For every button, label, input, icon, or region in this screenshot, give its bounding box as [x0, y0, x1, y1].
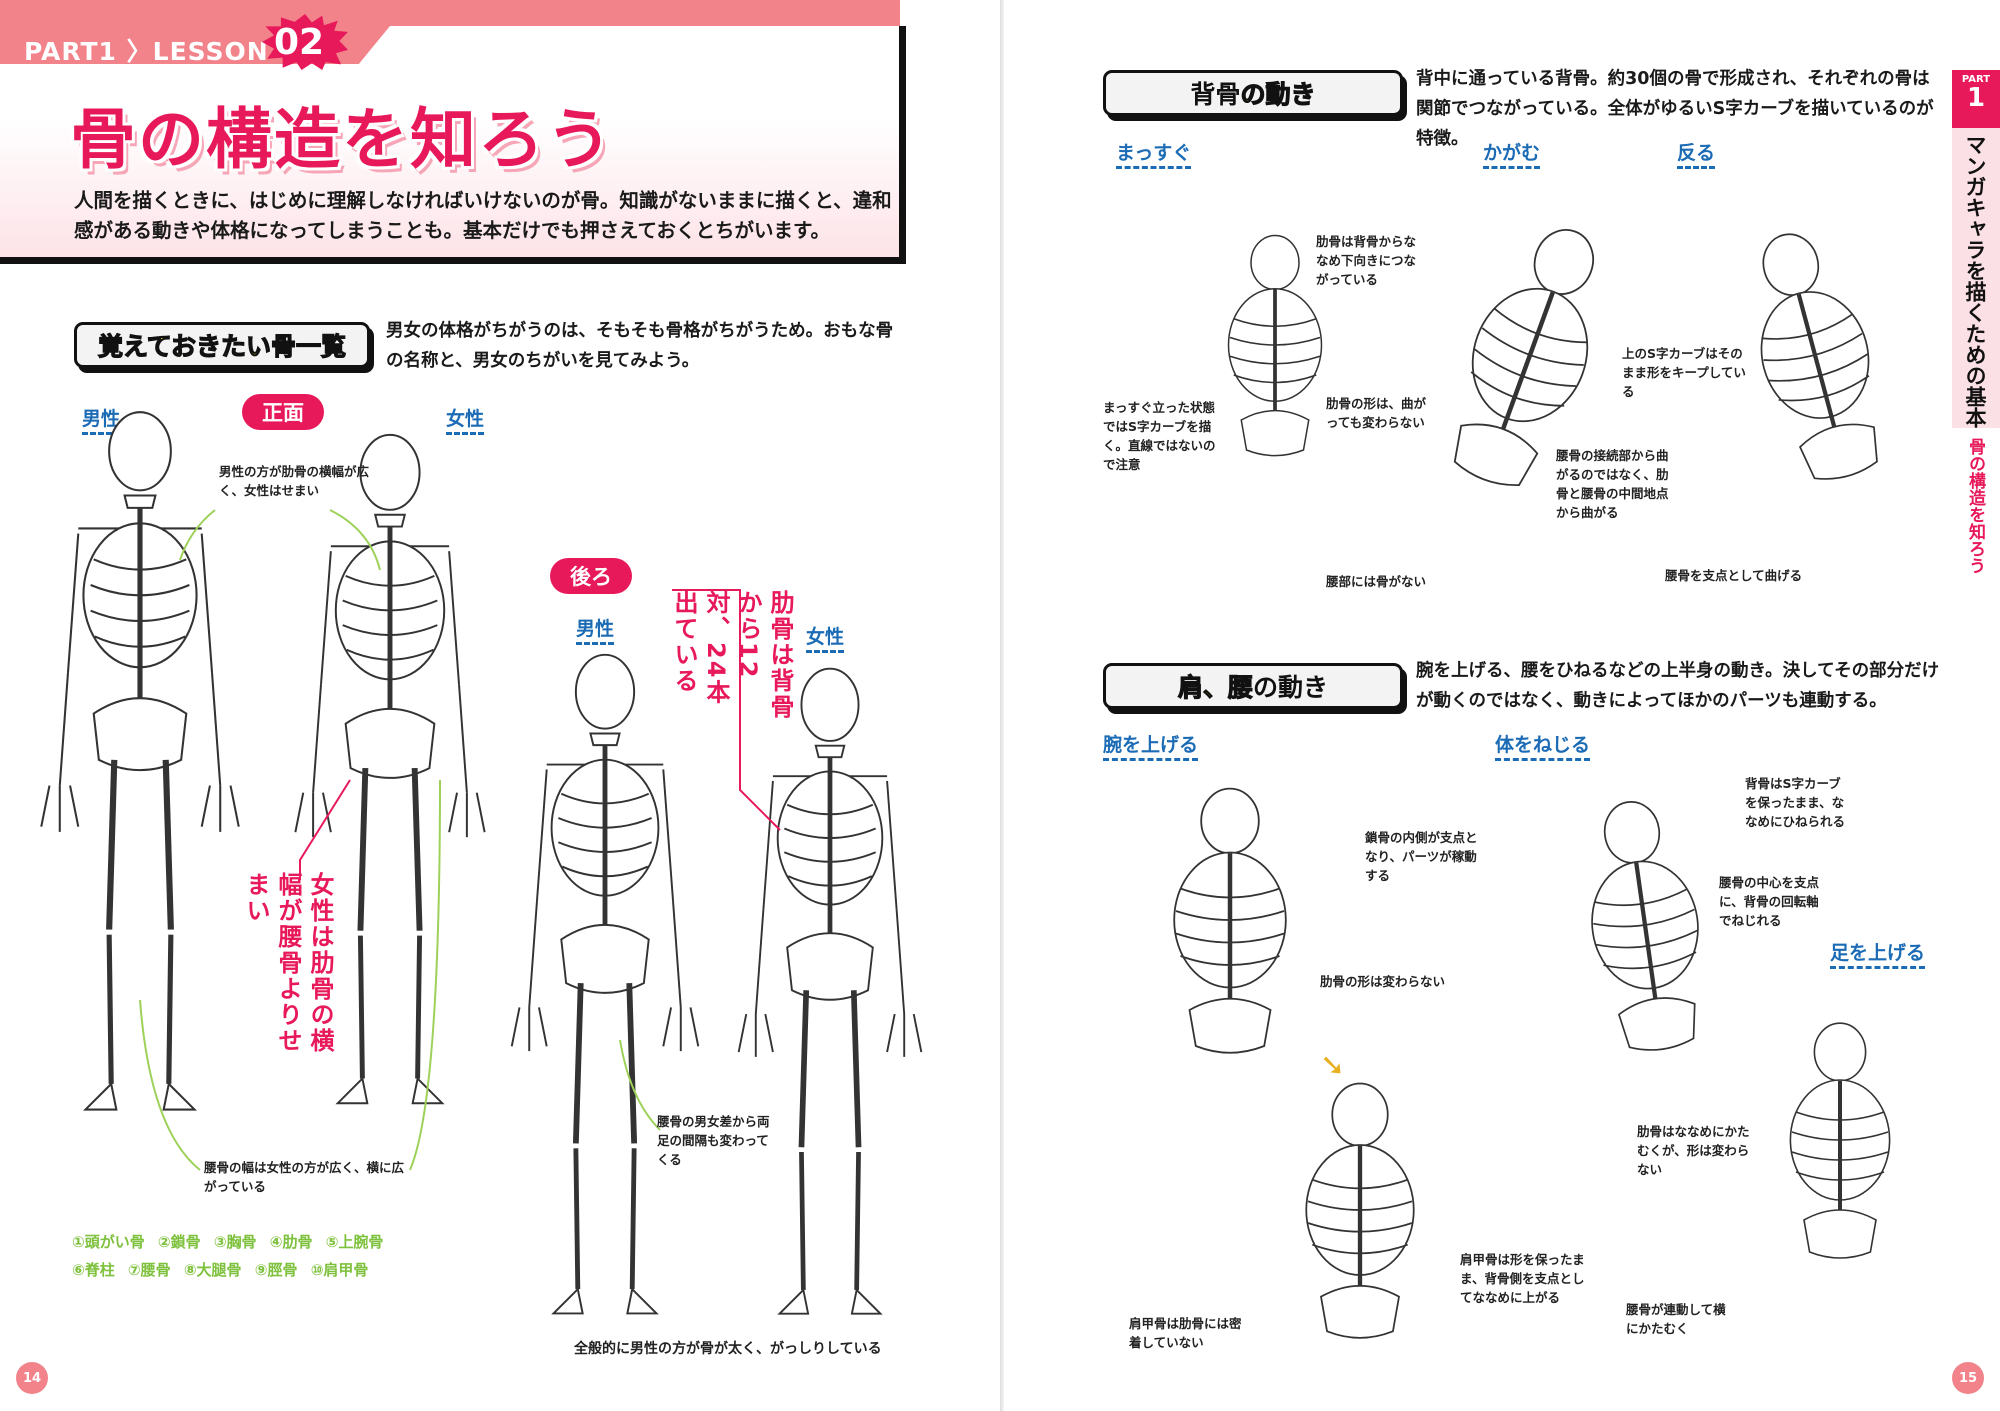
arm-raise-front-figure: [1140, 760, 1320, 1080]
section-label-spine: 背骨の動き: [1103, 70, 1403, 116]
section-label-text: 覚えておきたい骨一覧: [97, 331, 346, 361]
section-label-shoulder: 肩、腰の動き: [1103, 663, 1403, 709]
left-page: PART1 〉LESSON 02 骨の構造を知ろう 人間を描くときに、はじめに理…: [0, 0, 925, 1394]
page-number-right: 15: [1952, 1362, 1984, 1394]
chapter-title: マンガキャラを描くための基本: [1963, 134, 1987, 428]
page-number: 14: [16, 1362, 48, 1394]
pose-leg-raise: 足を上げる: [1830, 938, 1926, 969]
note-clavicle: 鎖骨の内側が支点となり、パーツが稼動する: [1365, 830, 1478, 883]
label-front: 正面: [242, 394, 324, 430]
callout-female-line1: 女性は肋骨の横幅が: [274, 872, 334, 1054]
header-band: [0, 0, 900, 26]
pose-bend: かがむ: [1483, 138, 1541, 169]
note-bend-point: 腰骨の接続部から曲がるのではなく、肋骨と腰骨の中間地点から曲がる: [1556, 448, 1669, 520]
shoulder-label-a: 肩、腰: [1177, 672, 1253, 702]
gutter: [1000, 0, 1004, 1411]
label-male-back: 男性: [576, 614, 615, 645]
note-spine-twist: 背骨はS字カーブを保ったまま、ななめにひねられる: [1745, 776, 1846, 829]
pose-arm-raise: 腕を上げる: [1103, 730, 1199, 761]
leg-raise-figure: [1760, 970, 1920, 1310]
callout-female-line2: 腰骨よりせまい: [242, 872, 302, 1054]
pose-straight: まっすぐ: [1116, 138, 1192, 169]
label-male-front: 男性: [82, 404, 121, 435]
chapter-strip: [1952, 128, 2000, 428]
label-female-back: 女性: [806, 622, 845, 653]
note-pivot: 腰骨を支点として曲げる: [1665, 568, 1803, 583]
note-pelvis-axis: 腰骨の中心を支点に、背骨の回転軸でねじれる: [1719, 875, 1820, 928]
lesson-header-box: [0, 26, 906, 264]
lead-text: 人間を描くときに、はじめに理解しなければいけないのが骨。知識がないままに描くと、…: [74, 189, 892, 242]
bone-list-row2: ⑥脊柱 ⑦腰骨 ⑧大腿骨 ⑨脛骨 ⑩肩甲骨: [72, 1261, 369, 1279]
note-scapula-rise: 肩甲骨は形を保ったまま、背骨側を支点としてななめに上がる: [1460, 1252, 1585, 1305]
callout-ribs: 肋骨は背骨から12対、24本出ている: [668, 590, 796, 730]
breadcrumb: PART1 〉LESSON: [24, 37, 269, 66]
note-ribs-same: 肋骨の形は変わらない: [1320, 974, 1446, 989]
section-label-bones: 覚えておきたい骨一覧: [74, 322, 370, 368]
spine-label-b: の動き: [1240, 79, 1316, 109]
pointer-lines: [139, 509, 781, 1171]
shoulder-label-b: の動き: [1253, 673, 1329, 702]
note-waist: 腰部には骨がない: [1326, 574, 1427, 589]
note-rib-angle: 肋骨は背骨からななめ下向きにつながっている: [1316, 234, 1417, 287]
section-text: 男女の体格がちがうのは、そもそも骨格がちがうため。おもな骨の名称と、男女のちがい…: [386, 321, 894, 371]
spine-section-text: 背中に通っている背骨。約30個の骨で形成され、それぞれの骨は関節でつながっている…: [1416, 69, 1934, 149]
note-overall: 全般的に男性の方が骨が太く、がっしりしている: [574, 1341, 882, 1357]
lesson-title-side: 骨の構造を知ろう: [1965, 438, 1985, 574]
note-ribs-tilt: 肋骨はななめにかたむくが、形は変わらない: [1637, 1124, 1750, 1177]
part-tab-label: PART: [1961, 74, 1991, 85]
spine-straight-figure: [1200, 140, 1350, 550]
shoulder-section-text: 腕を上げる、腰をひねるなどの上半身の動き。決してその部分だけが動くのではなく、動…: [1416, 661, 1940, 711]
note-ribs-width: 男性の方が肋骨の横幅が広く、女性はせまい: [219, 464, 370, 498]
callout-ribs-line1: 肋骨は背骨から12対、: [702, 590, 794, 720]
note-s-curve: まっすぐ立った状態ではS字カーブを描く。直線ではないので注意: [1103, 400, 1216, 472]
label-female-front: 女性: [446, 404, 485, 435]
note-pelvis-tilt: 腰骨が連動して横にかたむく: [1626, 1302, 1726, 1336]
note-leg-gap: 腰骨の男女差から両足の間隔も変わってくる: [657, 1114, 770, 1167]
lesson-number: 02: [274, 22, 325, 63]
pose-twist: 体をねじる: [1495, 730, 1591, 761]
note-scapula-free: 肩甲骨は肋骨には密着していない: [1129, 1316, 1242, 1350]
spine-label-a: 背骨: [1190, 80, 1241, 109]
part-tab-number: 1: [1966, 83, 1986, 113]
spine-arch-figure: [1730, 160, 1900, 550]
twist-figure: [1560, 760, 1730, 1090]
arrow-icon: ➘: [1320, 1048, 1346, 1083]
callout-ribs-line2: 24本出ている: [670, 590, 730, 706]
page-title: 骨の構造を知ろう: [70, 101, 614, 178]
arm-raise-back-figure: [1270, 1080, 1450, 1340]
note-rib-shape: 肋骨の形は、曲がっても変わらない: [1326, 396, 1427, 430]
bone-list-row1: ①頭がい骨 ②鎖骨 ③胸骨 ④肋骨 ⑤上腕骨: [72, 1233, 384, 1251]
label-back: 後ろ: [550, 558, 632, 594]
note-upper-curve: 上のS字カーブはそのまま形をキープしている: [1622, 346, 1746, 399]
note-pelvis-width: 腰骨の幅は女性の方が広く、横に広がっている: [204, 1160, 405, 1194]
callout-female-ribs: 女性は肋骨の横幅が腰骨よりせまい: [240, 872, 336, 1072]
pose-arch: 反る: [1677, 138, 1716, 169]
